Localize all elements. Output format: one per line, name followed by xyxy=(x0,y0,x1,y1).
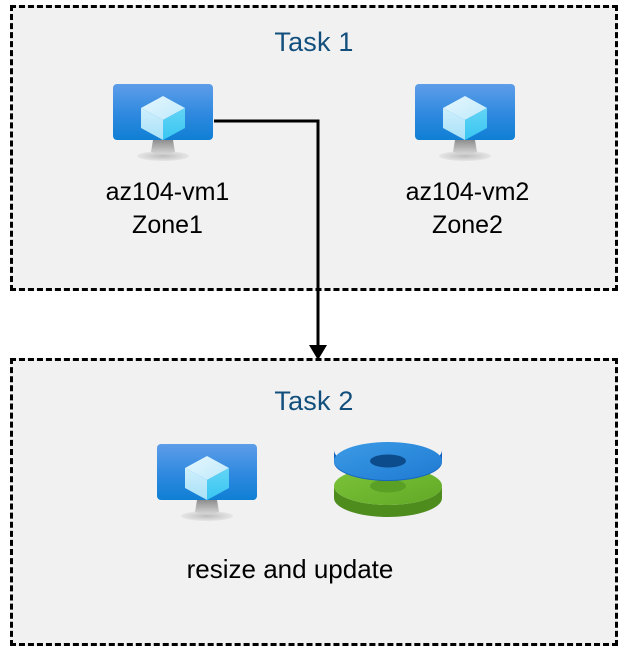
managed-disks-icon[interactable] xyxy=(332,440,444,526)
virtual-machine-icon[interactable] xyxy=(152,442,262,522)
vm-icon-svg xyxy=(113,84,213,161)
task-2-caption: resize and update xyxy=(186,554,394,584)
blue-disk xyxy=(334,442,442,481)
virtual-machine-icon[interactable] xyxy=(108,82,218,162)
task-1-title: Task 1 xyxy=(274,27,354,57)
task-2-title: Task 2 xyxy=(274,386,354,416)
vm2-label: az104-vm2 Zone2 xyxy=(405,178,530,239)
vm-icon-svg xyxy=(415,84,515,161)
vm1-label: az104-vm1 Zone1 xyxy=(105,178,230,239)
virtual-machine-icon[interactable] xyxy=(410,82,520,162)
task-2-container xyxy=(10,358,618,646)
disks-icon-svg xyxy=(334,442,442,517)
vm-icon-svg xyxy=(157,444,257,521)
